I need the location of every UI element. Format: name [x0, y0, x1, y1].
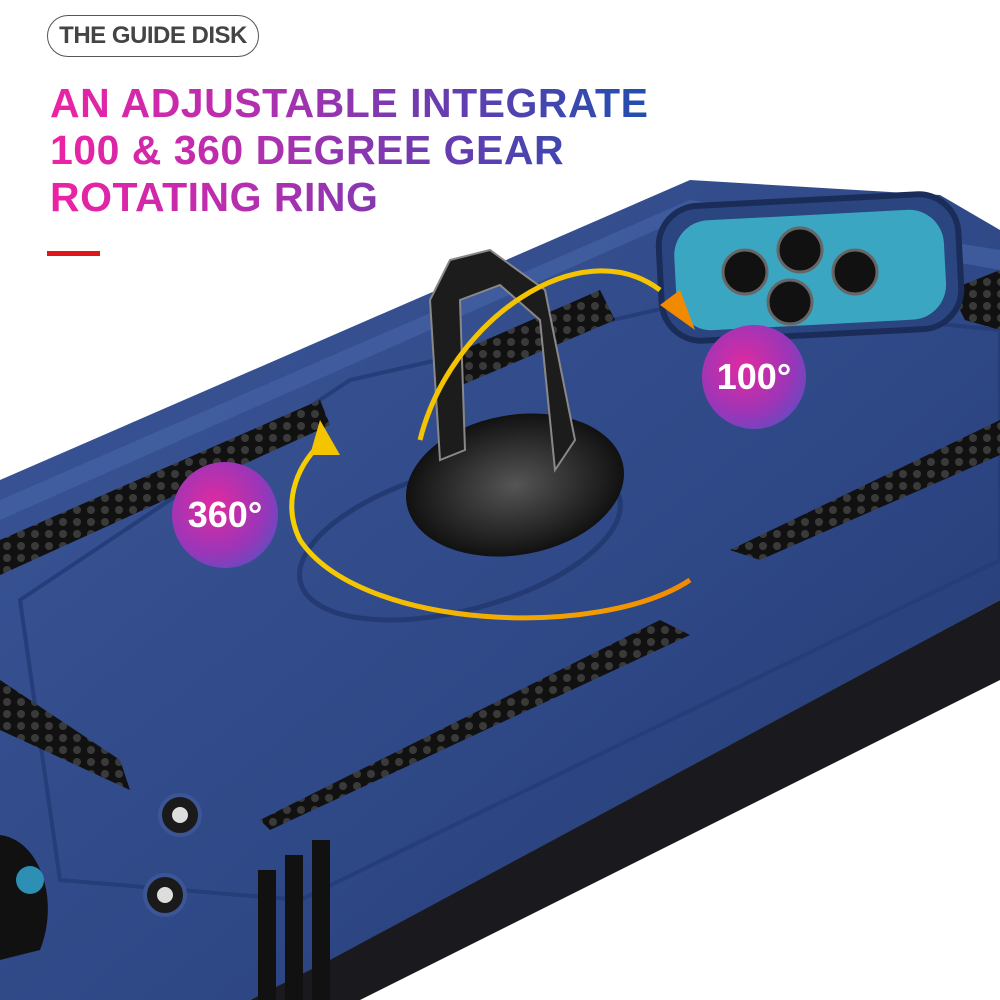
- grip-strip: [730, 420, 1000, 560]
- arrow-head-icon: [310, 420, 340, 455]
- headline-line: ROTATING RING: [50, 174, 379, 220]
- grip-strip: [440, 290, 615, 390]
- case-side: [0, 600, 1000, 1000]
- grip-strip: [0, 400, 330, 575]
- camera-module: [655, 191, 965, 344]
- guide-disk-label: THE GUIDE DISK: [47, 15, 259, 57]
- headline: AN ADJUSTABLE INTEGRATED 100 & 360 DEGRE…: [50, 80, 650, 221]
- accent-divider: [47, 251, 100, 256]
- headline-line: 100 & 360 DEGREE GEAR: [50, 127, 565, 173]
- badge-360-degree: 360°: [172, 462, 278, 568]
- rotation-arrow-360: [289, 438, 692, 621]
- case-panel: [17, 297, 1000, 903]
- badge-100-degree: 100°: [702, 325, 806, 429]
- grip-strip: [260, 620, 690, 830]
- grip-strip: [0, 680, 130, 790]
- rotation-arrow-100: [417, 268, 662, 441]
- headline-line: AN ADJUSTABLE INTEGRATED: [50, 80, 679, 126]
- side-buttons: [258, 840, 330, 1000]
- charging-port: [0, 835, 48, 960]
- kickstand-ring: [428, 248, 577, 473]
- arrow-head-icon: [660, 290, 695, 330]
